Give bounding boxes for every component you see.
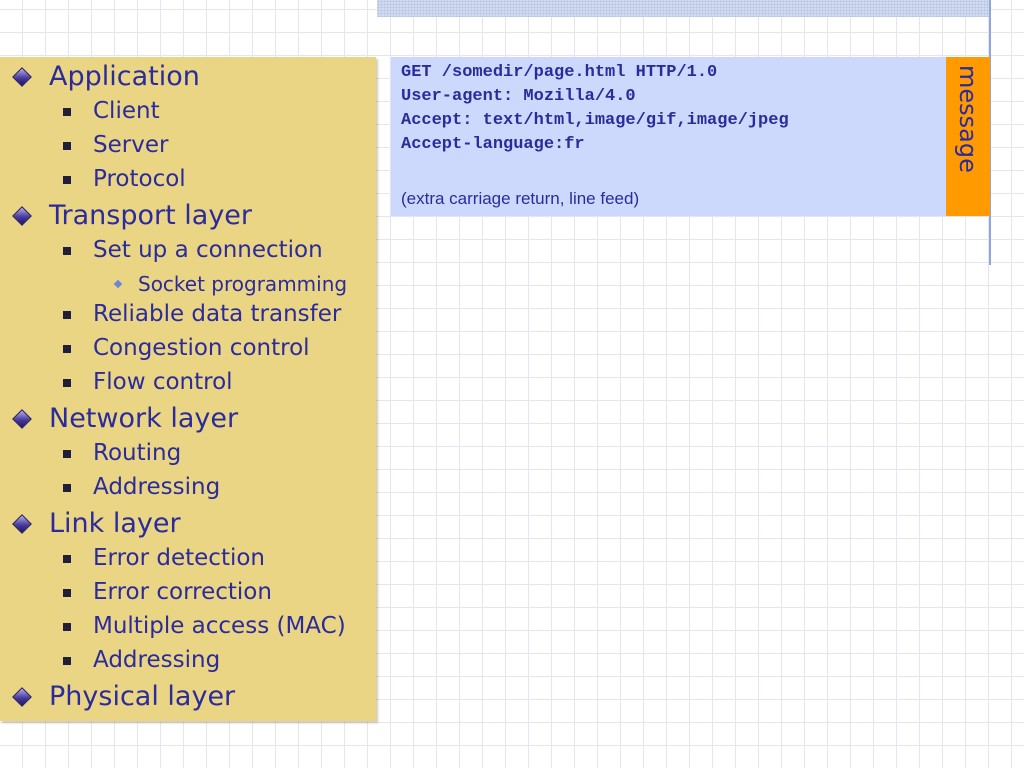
outline-item-link-layer: Link layer	[12, 508, 181, 539]
square-bullet-icon	[63, 247, 71, 255]
square-bullet-icon	[63, 345, 71, 353]
outline-item-protocol: Protocol	[63, 166, 186, 192]
outline-item-congestion-control: Congestion control	[63, 335, 310, 361]
http-request-message-box: GET /somedir/page.html HTTP/1.0 User-age…	[391, 57, 947, 216]
outline-item-socket-programming: Socket programming	[113, 272, 348, 296]
diamond-bullet-icon	[12, 409, 32, 429]
outline-item-label: Multiple access (MAC)	[93, 613, 346, 639]
http-message-note: (extra carriage return, line feed)	[401, 189, 640, 208]
square-bullet-icon	[63, 311, 71, 319]
square-bullet-icon	[63, 484, 71, 492]
message-side-label: message	[954, 65, 982, 173]
outline-item-routing: Routing	[63, 440, 182, 466]
message-side-tag: message	[946, 57, 990, 216]
outline-item-label: Application	[49, 61, 200, 92]
square-bullet-icon	[63, 142, 71, 150]
outline-item-addressing: Addressing	[63, 474, 221, 500]
topic-outline-panel: Application Client Server Protocol Trans…	[0, 57, 376, 721]
outline-item-label: Addressing	[93, 647, 221, 673]
square-bullet-icon	[63, 176, 71, 184]
outline-item-reliable-data-transfer: Reliable data transfer	[63, 301, 342, 327]
outline-item-label: Set up a connection	[93, 237, 323, 263]
outline-item-label: Flow control	[93, 369, 233, 395]
square-bullet-icon	[63, 623, 71, 631]
http-header-user-agent: User-agent: Mozilla/4.0	[401, 87, 636, 106]
outline-item-client: Client	[63, 98, 160, 124]
outline-item-link-addressing: Addressing	[63, 647, 221, 673]
outline-item-multiple-access: Multiple access (MAC)	[63, 613, 346, 639]
outline-item-label: Congestion control	[93, 335, 310, 361]
outline-item-label: Error correction	[93, 579, 272, 605]
outline-item-network-layer: Network layer	[12, 403, 239, 434]
outline-item-label: Addressing	[93, 474, 221, 500]
outline-item-label: Routing	[93, 440, 182, 466]
top-decorative-band	[377, 0, 989, 17]
small-diamond-bullet-icon	[113, 279, 123, 289]
outline-item-set-up-connection: Set up a connection	[63, 237, 323, 263]
outline-item-application: Application	[12, 61, 200, 92]
http-header-accept: Accept: text/html,image/gif,image/jpeg	[401, 111, 789, 130]
outline-item-label: Socket programming	[138, 272, 348, 296]
diamond-bullet-icon	[12, 67, 32, 87]
outline-item-server: Server	[63, 132, 169, 158]
diamond-bullet-icon	[12, 514, 32, 534]
square-bullet-icon	[63, 379, 71, 387]
square-bullet-icon	[63, 589, 71, 597]
diamond-bullet-icon	[12, 687, 32, 707]
square-bullet-icon	[63, 108, 71, 116]
outline-item-label: Error detection	[93, 545, 265, 571]
outline-item-label: Physical layer	[49, 681, 236, 712]
outline-item-label: Network layer	[49, 403, 239, 434]
outline-item-label: Reliable data transfer	[93, 301, 342, 327]
square-bullet-icon	[63, 555, 71, 563]
outline-item-transport-layer: Transport layer	[12, 200, 253, 231]
square-bullet-icon	[63, 657, 71, 665]
outline-item-error-detection: Error detection	[63, 545, 265, 571]
outline-item-label: Server	[93, 132, 169, 158]
outline-item-flow-control: Flow control	[63, 369, 233, 395]
outline-item-physical-layer: Physical layer	[12, 681, 236, 712]
vertical-rule	[989, 0, 991, 265]
outline-item-error-correction: Error correction	[63, 579, 272, 605]
outline-item-label: Transport layer	[49, 200, 253, 231]
diamond-bullet-icon	[12, 206, 32, 226]
outline-item-label: Client	[93, 98, 160, 124]
square-bullet-icon	[63, 450, 71, 458]
http-request-line: GET /somedir/page.html HTTP/1.0	[401, 63, 718, 82]
http-header-accept-language: Accept-language:fr	[401, 135, 585, 154]
outline-item-label: Link layer	[49, 508, 181, 539]
outline-item-label: Protocol	[93, 166, 186, 192]
